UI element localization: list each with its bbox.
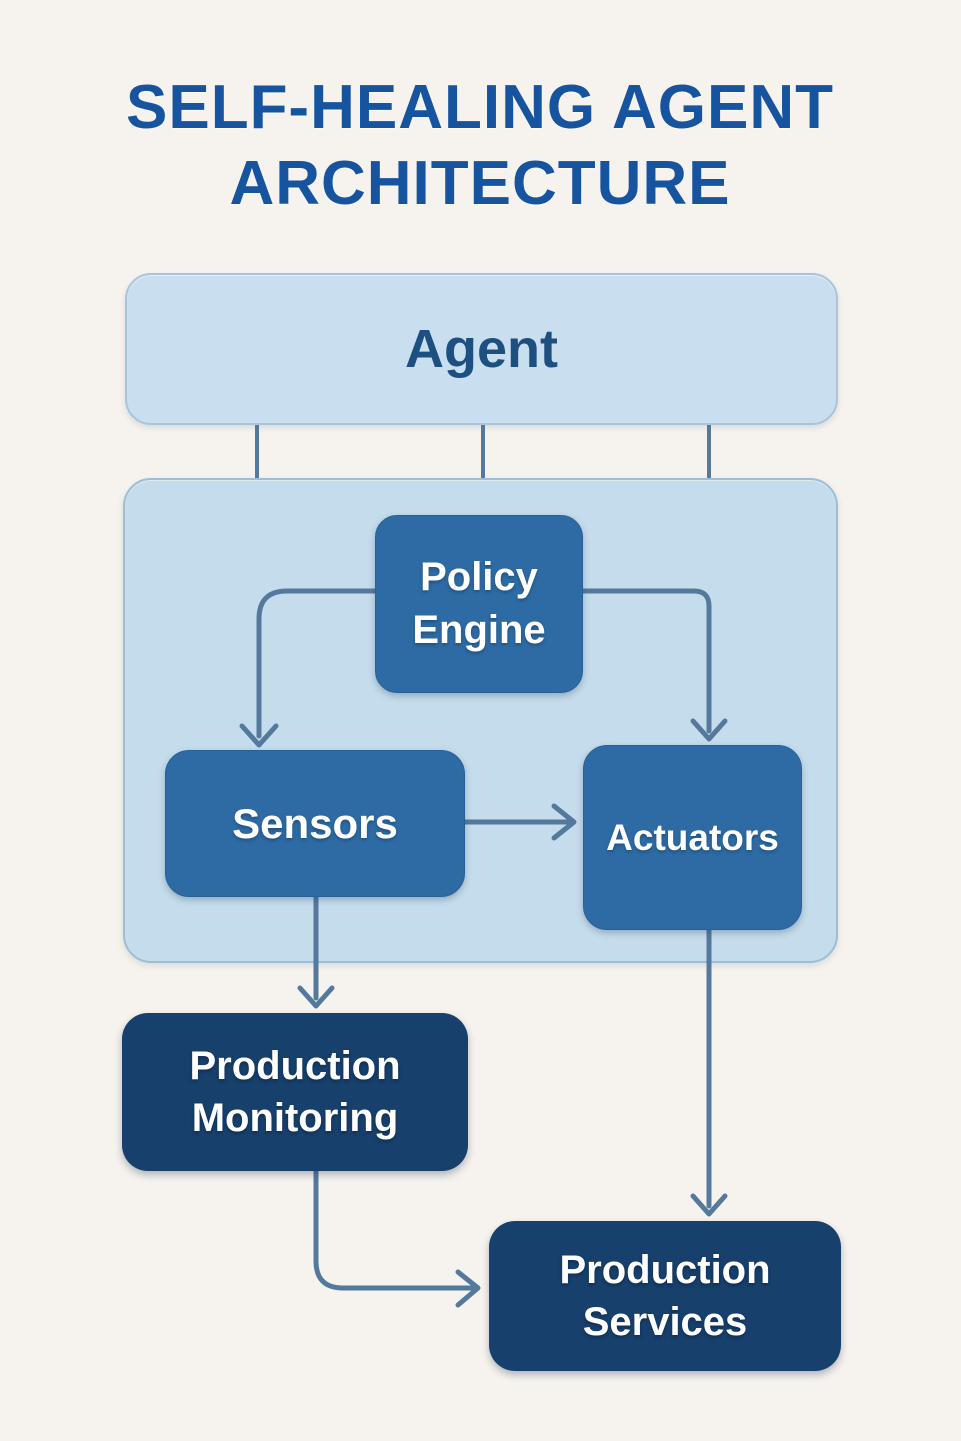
node-production-monitoring: Production Monitoring bbox=[122, 1013, 468, 1171]
node-actuators: Actuators bbox=[583, 745, 802, 930]
node-production-services: Production Services bbox=[489, 1221, 841, 1371]
node-agent: Agent bbox=[125, 273, 838, 425]
node-production-monitoring-label: Production Monitoring bbox=[189, 1044, 401, 1140]
node-production-services-label: Production Services bbox=[559, 1248, 771, 1344]
node-sensors-label: Sensors bbox=[232, 799, 398, 847]
page-title: SELF-HEALING AGENT ARCHITECTURE bbox=[125, 73, 835, 218]
node-policy-engine-label: Policy Engine bbox=[412, 555, 546, 652]
node-actuators-label: Actuators bbox=[606, 816, 779, 858]
edge-production-monitoring-to-production-services bbox=[313, 1168, 481, 1308]
node-policy-engine: Policy Engine bbox=[375, 515, 583, 693]
node-agent-label: Agent bbox=[405, 319, 558, 379]
edge-actuators-to-production-services bbox=[690, 927, 728, 1217]
node-sensors: Sensors bbox=[165, 750, 465, 897]
